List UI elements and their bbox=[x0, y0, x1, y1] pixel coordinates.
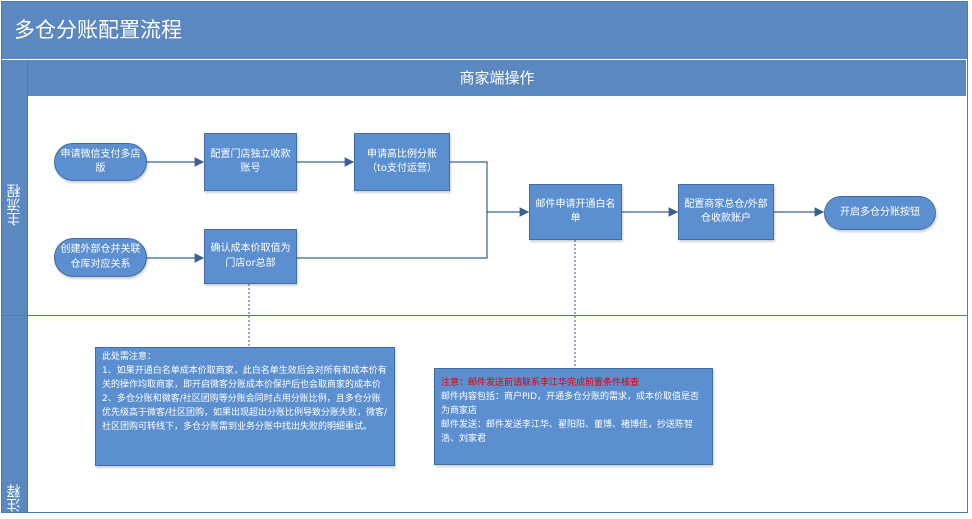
node-email-whitelist: 邮件申请开通白名单 bbox=[529, 184, 622, 240]
note-right-line: 邮件内容包括：商户PID，开通多仓分账的需求，成本价取值是否为商家店 bbox=[441, 391, 700, 416]
note-right-line: 邮件发送：邮件发送李江华、翟阳阳、董博、褚博佳，抄送陈智浩、刘家君 bbox=[441, 419, 694, 444]
row-label-notes: 注释 bbox=[6, 484, 23, 512]
note-right: 注意：邮件发送前请联系李江华完成前置条件核查 邮件内容包括：商户PID，开通多仓… bbox=[434, 368, 713, 465]
row-label-main: 主流程 bbox=[6, 184, 23, 227]
lane-divider-vertical bbox=[27, 60, 28, 512]
node-apply-wechat: 申请微信支付多店版 bbox=[54, 143, 147, 181]
row-label-column bbox=[2, 60, 27, 512]
page-title: 多仓分账配置流程 bbox=[2, 2, 967, 59]
note-left-line: 2、多仓分账和微客/社区团购等分账会同时占用分账比例，且多仓分账优先级高于微客/… bbox=[102, 393, 388, 432]
node-apply-high-ratio: 申请高比例分账（to支付运营） bbox=[354, 133, 450, 191]
note-left-line: 此处需注意： bbox=[102, 352, 157, 362]
note-right-warning: 注意：邮件发送前请联系李江华完成前置条件核查 bbox=[441, 378, 640, 388]
note-left: 此处需注意： 1、如果开通白名单成本价取商家，此白名单生效后会对所有和成本价有关… bbox=[95, 347, 395, 466]
node-config-merchant-account: 配置商家总仓/外部仓收款账户 bbox=[678, 184, 774, 240]
note-left-line: 1、如果开通白名单成本价取商家，此白名单生效后会对所有和成本价有关的操作均取商家… bbox=[102, 365, 387, 390]
node-enable-button: 开启多仓分账按钮 bbox=[824, 196, 936, 230]
lane-divider-horizontal bbox=[2, 315, 967, 316]
lane-header: 商家端操作 bbox=[28, 60, 966, 96]
node-config-store: 配置门店独立收款账号 bbox=[204, 133, 297, 191]
node-confirm-cost: 确认成本价取值为门店or总部 bbox=[204, 229, 297, 284]
node-create-external-warehouse: 创建外部仓并关联仓库对应关系 bbox=[54, 238, 147, 277]
